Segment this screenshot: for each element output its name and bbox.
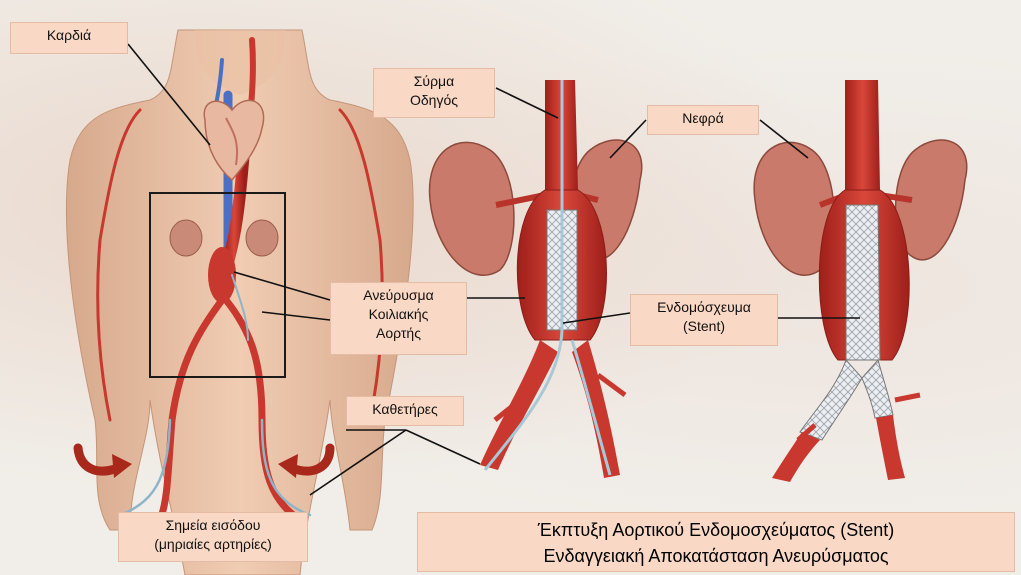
- label-aneurysm: Ανεύρυσμα Κοιλιακής Αορτής: [330, 282, 467, 355]
- label-aneurysm-line-1: Ανεύρυσμα: [339, 286, 458, 305]
- label-aneurysm-line-2: Κοιλιακής: [339, 305, 458, 324]
- label-heart: Καρδιά: [10, 22, 128, 54]
- kidney-left: [430, 142, 514, 275]
- label-guidewire-line-2: Οδηγός: [382, 91, 486, 110]
- caption-title: Έκπτυξη Αορτικού Ενδομοσχεύματος (Stent)…: [417, 512, 1015, 572]
- label-heart-text: Καρδιά: [19, 26, 119, 45]
- label-entry-points: Σημεία εισόδου (μηριαίες αρτηρίες): [118, 512, 308, 562]
- label-guidewire: Σύρμα Οδηγός: [373, 68, 495, 118]
- caption-title-line-2: Ενδαγγειακή Αποκατάσταση Ανευρύσματος: [418, 543, 1014, 569]
- label-entry-points-line-1: Σημεία εισόδου: [127, 516, 299, 535]
- label-catheters-text: Καθετήρες: [355, 400, 455, 419]
- label-guidewire-line-1: Σύρμα: [382, 72, 486, 91]
- label-stent: Ενδομόσχευμα (Stent): [630, 294, 778, 346]
- label-stent-line-1: Ενδομόσχευμα: [639, 298, 769, 317]
- label-aneurysm-line-3: Αορτής: [339, 324, 458, 343]
- label-stent-line-2: (Stent): [639, 317, 769, 336]
- caption-title-line-1: Έκπτυξη Αορτικού Ενδομοσχεύματος (Stent): [418, 517, 1014, 543]
- label-kidneys: Νεφρά: [647, 105, 759, 135]
- label-catheters: Καθετήρες: [346, 396, 464, 426]
- label-kidneys-text: Νεφρά: [656, 109, 750, 128]
- label-entry-points-line-2: (μηριαίες αρτηρίες): [127, 535, 299, 554]
